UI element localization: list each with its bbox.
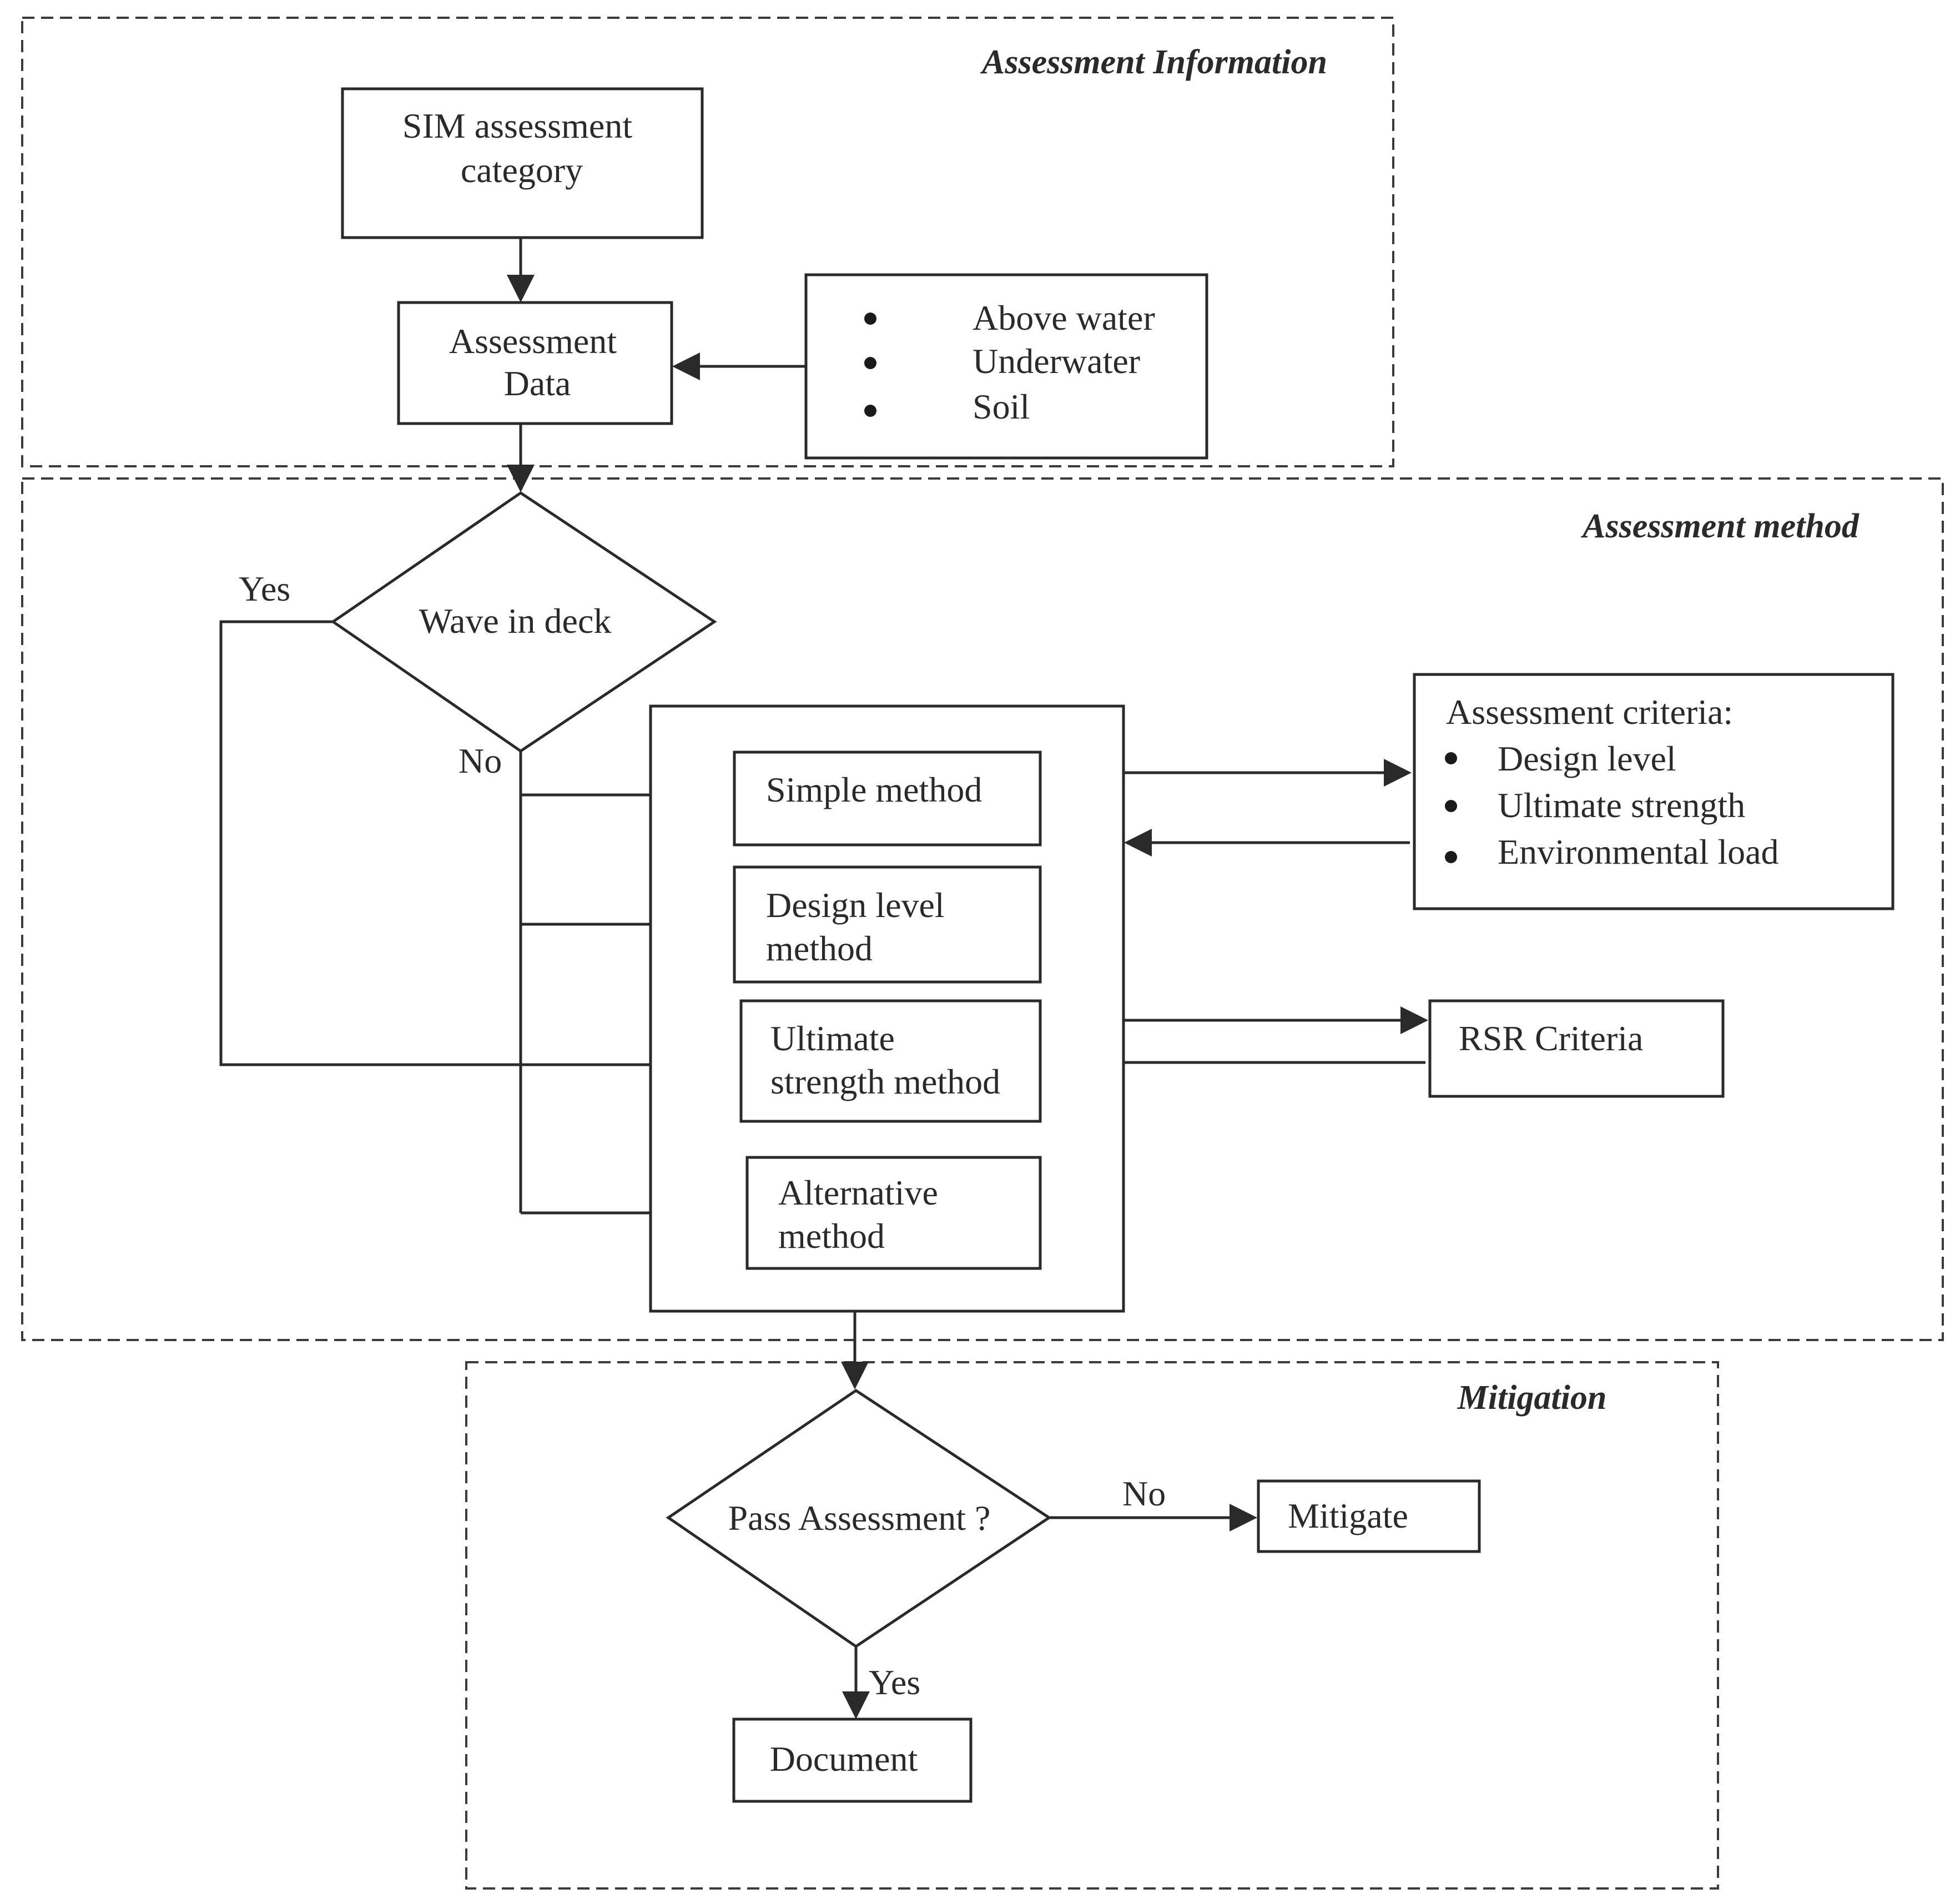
rsr-criteria-label: RSR Criteria (1459, 1019, 1643, 1058)
data-source-soil: Soil (973, 387, 1030, 426)
group-title-assessment-method: Assessment method (1580, 507, 1860, 545)
design-level-method-line-1: Design level (766, 885, 945, 925)
node-design-level-method: Design level method (733, 865, 1042, 984)
arrow-wave-yes-to-ultimate (219, 620, 741, 1079)
label-wave-no: No (458, 741, 502, 780)
svg-text:Design level method: Design level method (766, 885, 954, 968)
node-simple-method: Simple method (733, 750, 1042, 847)
node-ultimate-strength-method: Ultimate strength method (739, 999, 1042, 1123)
assessment-data-line-2: Data (504, 364, 571, 403)
bullet-icon (1445, 800, 1457, 812)
group-title-mitigation: Mitigation (1457, 1379, 1607, 1417)
simple-method-label: Simple method (766, 770, 982, 809)
group-mitigation: Mitigation (465, 1361, 1719, 1890)
criteria-design-level: Design level (1498, 739, 1676, 778)
group-assessment-method: Assessment method (21, 477, 1944, 1341)
ultimate-strength-method-line-1: Ultimate (770, 1019, 895, 1058)
alternative-method-line-1: Alternative (778, 1173, 938, 1212)
pass-assessment-label: Pass Assessment ? (728, 1498, 991, 1538)
group-assessment-information: Assessment Information (21, 17, 1394, 467)
node-assessment-data: Assessment Data (397, 301, 673, 425)
assessment-data-line-1: Assessment (449, 321, 617, 361)
criteria-ultimate-strength: Ultimate strength (1498, 785, 1745, 825)
node-document: Document (732, 1717, 973, 1803)
ultimate-strength-method-line-2: strength method (770, 1062, 1000, 1101)
node-mitigate: Mitigate (1257, 1479, 1481, 1553)
node-rsr-criteria: RSR Criteria (1428, 999, 1725, 1098)
node-assessment-criteria: Assessment criteria: Design level Ultima… (1413, 673, 1895, 910)
mitigate-label: Mitigate (1288, 1496, 1408, 1535)
node-sim-category: SIM assessment category (341, 87, 704, 239)
node-pass-assessment: Pass Assessment ? (666, 1388, 1052, 1649)
wave-in-deck-label: Wave in deck (419, 601, 612, 641)
label-pass-no: No (1122, 1474, 1166, 1513)
bullet-icon (864, 405, 876, 417)
group-title-assessment-information: Assessment Information (980, 43, 1327, 81)
data-source-underwater: Underwater (973, 341, 1140, 381)
label-pass-yes: Yes (869, 1663, 920, 1702)
svg-text:SIM assessment category: SIM assessment category (402, 106, 641, 190)
data-source-above-water: Above water (973, 298, 1155, 338)
sim-category-line-1: SIM assessment (402, 106, 632, 145)
criteria-environmental-load: Environmental load (1498, 832, 1779, 872)
bullet-icon (1445, 851, 1457, 863)
assessment-criteria-title: Assessment criteria: (1446, 692, 1733, 732)
bullet-icon (1445, 752, 1457, 764)
document-label: Document (770, 1739, 918, 1779)
svg-text:Assessment Data: Assessment Data (449, 321, 626, 403)
node-alternative-method: Alternative method (745, 1156, 1042, 1270)
svg-text:Alternative method: Alternative method (778, 1173, 947, 1256)
sim-category-line-2: category (461, 150, 583, 190)
label-wave-yes: Yes (239, 569, 290, 608)
node-wave-in-deck: Wave in deck (330, 491, 717, 753)
alternative-method-line-2: method (778, 1216, 885, 1256)
bullet-icon (864, 313, 876, 325)
node-data-sources: Above water Underwater Soil (804, 273, 1208, 460)
design-level-method-line-2: method (766, 929, 873, 968)
svg-text:Ultimate strength method: Ultimate strength method (770, 1019, 1000, 1101)
bullet-icon (864, 357, 876, 369)
